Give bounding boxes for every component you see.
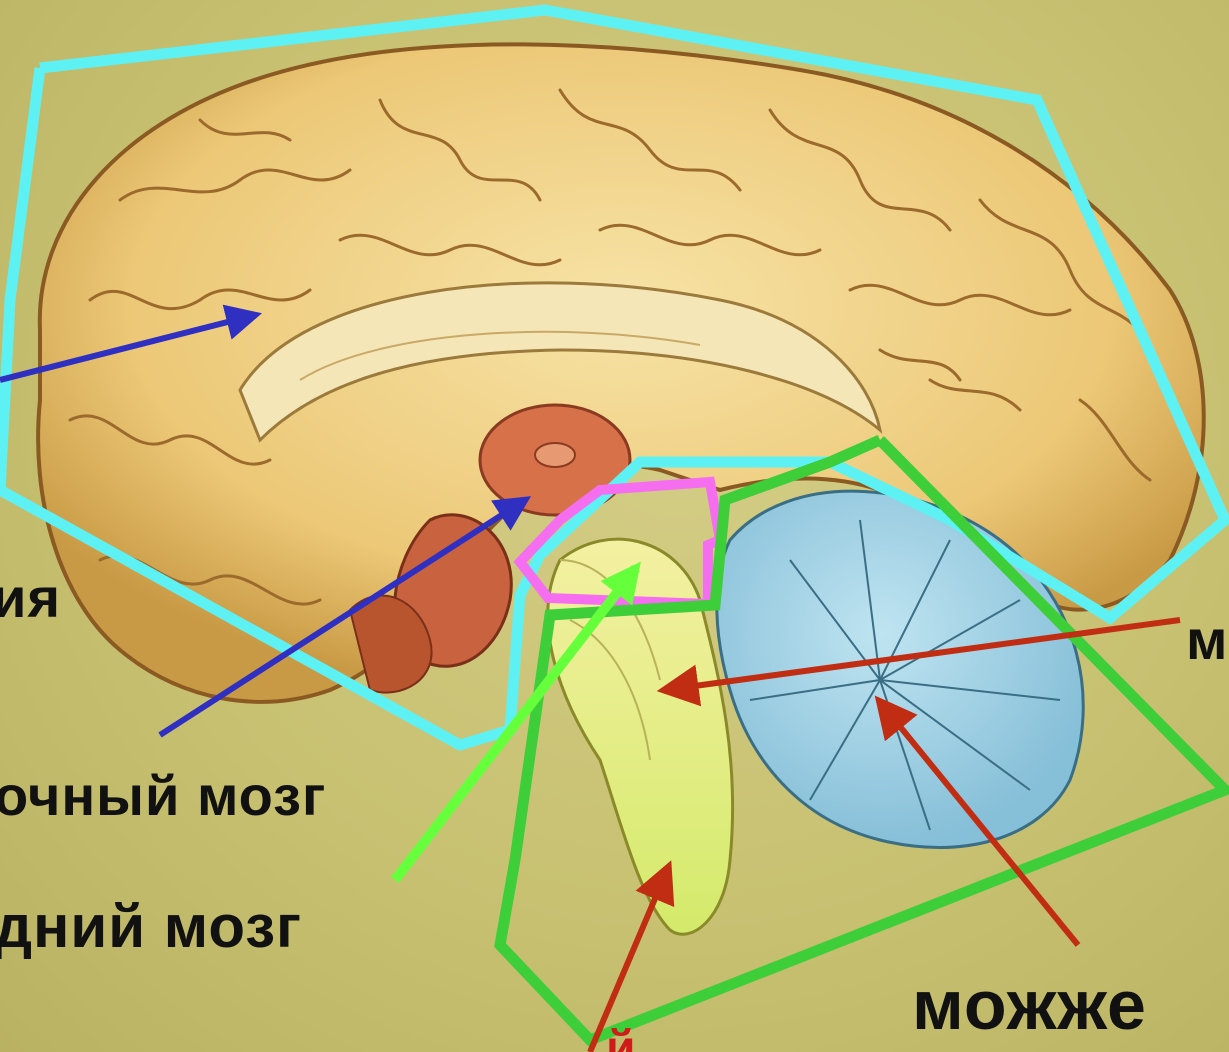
label-cerebellum-partial: можже (912, 970, 1147, 1040)
label-bottom-partial: й (606, 1025, 637, 1052)
label-midbrain-partial: дний мозг (0, 897, 302, 957)
label-pvm-partial: очный мозг (0, 768, 326, 824)
label-region-partial: ия (0, 570, 61, 626)
forebrain-outline-closing (0, 68, 40, 490)
label-right-partial: м (1186, 612, 1228, 668)
